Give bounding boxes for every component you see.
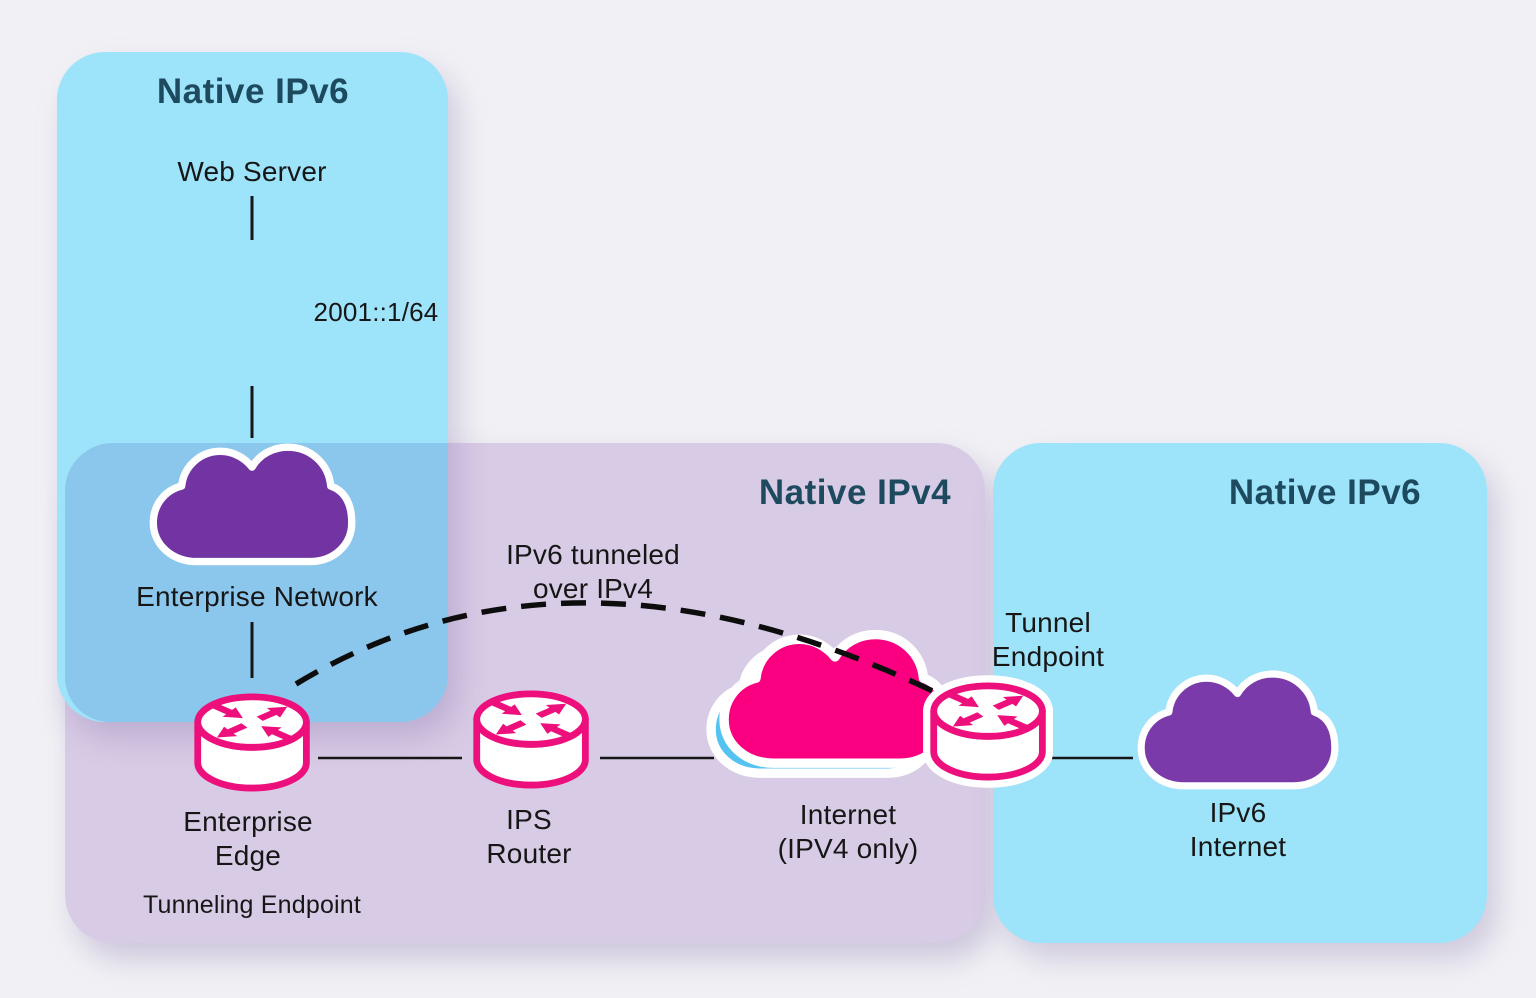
- tunnel-endpoint-label: Tunnel Endpoint: [991, 607, 1105, 672]
- enterprise-cloud-icon: [153, 447, 351, 561]
- ipv6-internet-label: IPv6 Internet: [1189, 797, 1287, 862]
- ips-router-label: IPS Router: [486, 804, 572, 869]
- internet-label: Internet (IPV4 only): [777, 799, 919, 864]
- internet-cloud-pink: [724, 635, 947, 764]
- region-title-native-ipv4: Native IPv4: [758, 473, 952, 512]
- region-title-native-ipv6-left: Native IPv6: [156, 72, 350, 111]
- tunnel-note-label: IPv6 tunneled over IPv4: [506, 539, 680, 604]
- enterprise-edge-router-icon: [198, 697, 307, 788]
- region-title-native-ipv6-right: Native IPv6: [1228, 473, 1422, 512]
- ipv6-address-label: 2001::1/64: [313, 297, 439, 327]
- ipv6-internet-cloud-icon: [1141, 674, 1335, 786]
- web-server-label: Web Server: [177, 156, 327, 187]
- enterprise-edge-label: Enterprise Edge: [183, 806, 313, 871]
- tunnel-endpoint-router-icon: [934, 686, 1043, 777]
- ipv6-tunnel-dashed-arc: [294, 600, 949, 701]
- tunneling-endpoint-label: Tunneling Endpoint: [142, 891, 362, 919]
- connector-lines: [250, 196, 1133, 760]
- internet-cloud-icon: [711, 635, 947, 774]
- enterprise-network-label: Enterprise Network: [136, 581, 378, 612]
- ips-router-icon: [477, 694, 586, 785]
